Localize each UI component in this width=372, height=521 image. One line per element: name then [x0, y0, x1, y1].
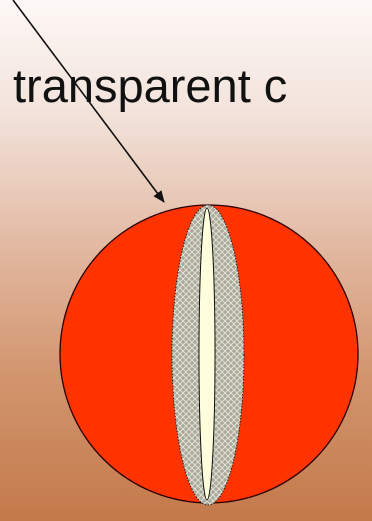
arrow-icon	[13, 0, 164, 202]
slit-shape	[199, 208, 215, 500]
